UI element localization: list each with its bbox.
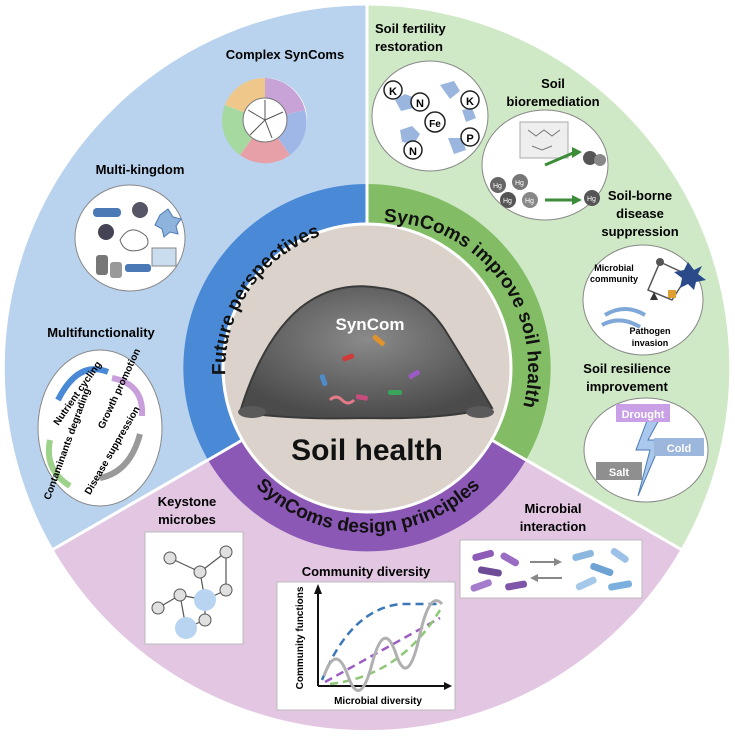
keystone-network-image [144, 531, 244, 645]
microbial-community-line1: Microbial [594, 263, 634, 273]
keystone-label-line1: Keystone [158, 494, 217, 509]
disease-label-line1: Soil-borne [608, 188, 672, 203]
nutrient-k-2: K [460, 90, 480, 110]
interaction-label-line1: Microbial [524, 501, 581, 516]
fertility-label-line1: Soil fertility [375, 21, 447, 36]
soil-heap-illustration [238, 285, 494, 420]
complex-syncoms-label: Complex SynComs [226, 47, 344, 62]
soil-health-title: Soil health [291, 434, 443, 467]
chart-y-label: Community functions [295, 586, 306, 689]
phylogenetic-tree-image [222, 77, 307, 164]
bioremediation-label-line2: bioremediation [506, 94, 599, 109]
multifunctionality-image [37, 349, 163, 507]
disease-label-line2: disease [616, 206, 664, 221]
mercury-symbol-4: Hg [525, 198, 534, 205]
svg-text:K: K [389, 86, 397, 98]
mercury-symbol-1: Hg [493, 183, 502, 190]
disease-suppression-image [582, 244, 706, 356]
nutrient-p: P [460, 127, 480, 147]
syncom-label: SynCom [336, 315, 405, 334]
cold-label: Cold [667, 443, 691, 455]
bioremediation-image [481, 109, 609, 221]
diversity-chart-image [276, 581, 456, 711]
community-diversity-label: Community diversity [302, 564, 431, 579]
keystone-label-line2: microbes [158, 512, 216, 527]
multifunctionality-label: Multifunctionality [47, 325, 155, 340]
fertility-label-line2: restoration [375, 39, 443, 54]
nutrient-fe: Fe [424, 111, 446, 133]
mercury-symbol-3: Hg [503, 198, 512, 205]
pathogen-line2: invasion [632, 338, 669, 348]
multi-kingdom-label: Multi-kingdom [96, 162, 185, 177]
svg-text:N: N [409, 146, 417, 158]
resilience-label-line2: improvement [586, 379, 668, 394]
multi-kingdom-image [74, 184, 186, 292]
svg-text:P: P [466, 133, 473, 145]
svg-text:N: N [416, 98, 424, 110]
salt-label: Salt [609, 467, 630, 479]
mercury-symbol-2: Hg [515, 180, 524, 187]
resilience-image [583, 397, 709, 503]
svg-text:Fe: Fe [429, 119, 441, 130]
bioremediation-label-line1: Soil [541, 76, 565, 91]
disease-label-line3: suppression [601, 224, 678, 239]
interaction-label-line2: interaction [520, 519, 587, 534]
mercury-symbol-5: Hg [587, 196, 596, 203]
nutrient-n-2: N [403, 140, 423, 160]
resilience-label-line1: Soil resilience [583, 361, 670, 376]
nutrient-k-1: K [383, 80, 403, 100]
svg-text:K: K [466, 96, 474, 108]
chart-x-label: Microbial diversity [334, 696, 422, 707]
pathogen-line1: Pathogen [629, 326, 670, 336]
microbial-community-line2: community [590, 274, 638, 284]
drought-label: Drought [622, 409, 665, 421]
interaction-image [459, 539, 643, 599]
nutrient-n-1: N [410, 92, 430, 112]
